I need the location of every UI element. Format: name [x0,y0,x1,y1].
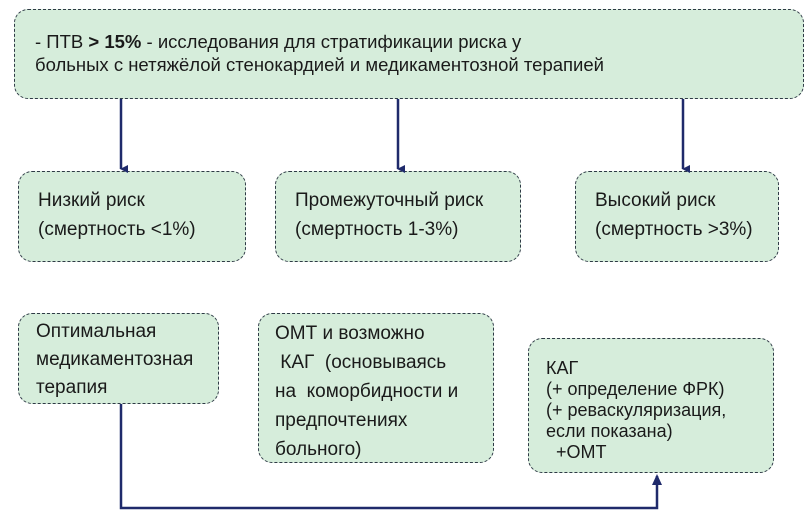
kag-revasc-box: КАГ (+ определение ФРК) (+ реваскуляриза… [528,338,774,473]
omt-kag-line: больного) [275,439,362,460]
omt-kag-line: КАГ (основываясь [275,352,447,373]
risk-intermediate-title: Промежуточный риск [295,190,484,211]
optimal-therapy-box: Оптимальная медикаментозная терапия [18,313,219,404]
kag-line: (+ определение ФРК) [546,379,725,399]
omt-kag-line: предпочтениях [275,410,408,431]
risk-high-title: Высокий риск [595,190,716,211]
top-criteria-line-1: - ПТВ > 15% - исследования для стратифик… [35,30,783,53]
optimal-therapy-line: медикаментозная [36,349,194,370]
risk-intermediate-box: Промежуточный риск (смертность 1-3%) [275,171,521,262]
ptv-threshold: > 15% [88,31,142,52]
arrowhead-up-kag [652,474,662,485]
risk-low-box: Низкий риск (смертность <1%) [18,171,246,262]
risk-high-mortality: (смертность >3%) [595,219,753,240]
kag-line: (+ реваскуляризация, [546,400,727,420]
risk-low-title: Низкий риск [38,190,145,211]
omt-kag-line: ОМТ и возможно [275,323,425,344]
risk-low-mortality: (смертность <1%) [38,219,196,240]
kag-line: КАГ [546,358,579,378]
omt-kag-box: ОМТ и возможно КАГ (основываясь на комор… [258,313,494,463]
kag-line: +ОМТ [546,442,607,462]
optimal-therapy-line: терапия [36,377,108,398]
top-criteria-line-2: больных с нетяжёлой стенокардией и медик… [35,54,605,75]
kag-line: если показана) [546,421,673,441]
risk-intermediate-mortality: (смертность 1-3%) [295,219,459,240]
optimal-therapy-line: Оптимальная [36,321,157,342]
ptv-prefix: - ПТВ [35,31,89,52]
top-criteria-box: - ПТВ > 15% - исследования для стратифик… [14,9,804,99]
risk-high-box: Высокий риск (смертность >3%) [575,171,779,262]
omt-kag-line: на коморбидности и [275,381,459,402]
ptv-suffix: - исследования для стратификации риска у [141,31,522,52]
